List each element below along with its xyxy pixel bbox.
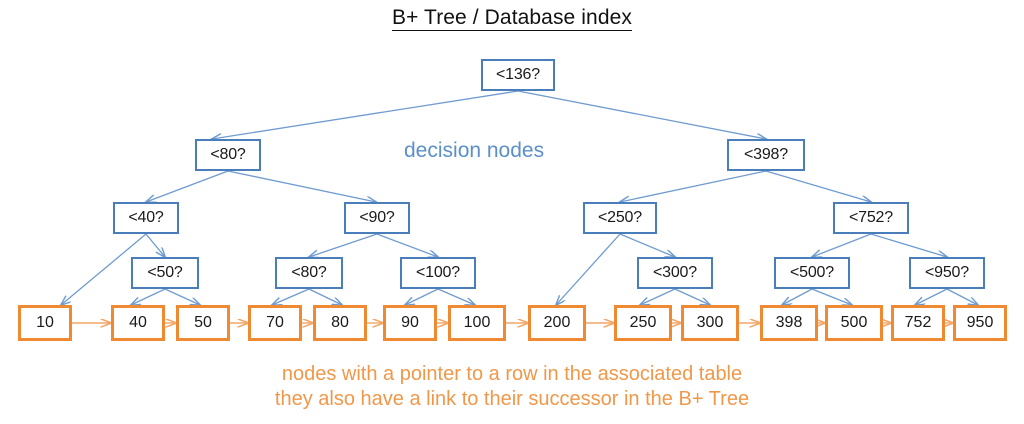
leaf-node[interactable]: 500 <box>825 305 883 341</box>
edge <box>164 288 200 305</box>
decision-node[interactable]: <500? <box>774 257 850 289</box>
edge <box>620 170 767 202</box>
edge <box>227 170 376 202</box>
edge <box>782 288 813 305</box>
edge <box>376 233 438 257</box>
leaf-node[interactable]: 90 <box>383 305 437 341</box>
decision-node[interactable]: <80? <box>275 257 343 289</box>
edge <box>145 233 165 257</box>
decision-node[interactable]: <100? <box>400 257 476 289</box>
edge <box>812 233 872 257</box>
edge <box>946 288 978 305</box>
edge <box>146 170 229 202</box>
leaf-node[interactable]: 10 <box>18 305 72 341</box>
decision-node-root[interactable]: <136? <box>481 59 555 91</box>
edge <box>61 233 147 305</box>
edge <box>619 233 675 257</box>
leaf-node[interactable]: 70 <box>248 305 302 341</box>
edge <box>212 90 519 139</box>
leaf-node[interactable]: 200 <box>528 305 586 341</box>
decision-node[interactable]: <398? <box>727 139 805 171</box>
decision-node[interactable]: <950? <box>909 257 985 289</box>
edge <box>640 288 676 305</box>
leaf-node[interactable]: 300 <box>681 305 739 341</box>
decision-node[interactable]: <50? <box>131 257 199 289</box>
leaf-node[interactable]: 80 <box>313 305 367 341</box>
edge <box>308 288 342 305</box>
leaf-nodes-caption: nodes with a pointer to a row in the ass… <box>0 362 1024 412</box>
leaf-node[interactable]: 950 <box>953 305 1007 341</box>
edge <box>556 233 621 305</box>
caption-line-2: they also have a link to their successor… <box>274 388 750 410</box>
leaf-node[interactable]: 50 <box>176 305 230 341</box>
edge <box>765 170 871 202</box>
decision-node[interactable]: <90? <box>344 202 410 234</box>
decision-nodes-label: decision nodes <box>404 139 545 162</box>
edge <box>405 288 439 305</box>
edge <box>309 233 378 257</box>
leaf-node[interactable]: 752 <box>891 305 945 341</box>
edge <box>674 288 710 305</box>
decision-node[interactable]: <40? <box>113 202 179 234</box>
decision-node-connectors <box>61 90 978 305</box>
edge <box>811 288 852 305</box>
edge <box>131 288 166 305</box>
page-title: B+ Tree / Database index <box>0 6 1024 31</box>
leaf-node[interactable]: 100 <box>448 305 506 341</box>
edge <box>517 90 766 139</box>
edge <box>870 233 947 257</box>
edge <box>437 288 475 305</box>
page-title-text: B+ Tree / Database index <box>392 6 632 31</box>
decision-node[interactable]: <752? <box>833 202 909 234</box>
decision-node[interactable]: <300? <box>637 257 713 289</box>
decision-node[interactable]: <80? <box>195 139 261 171</box>
caption-line-1: nodes with a pointer to a row in the ass… <box>281 363 743 385</box>
leaf-node[interactable]: 40 <box>111 305 165 341</box>
leaf-node[interactable]: 398 <box>760 305 818 341</box>
decision-node[interactable]: <250? <box>583 202 657 234</box>
leaf-node[interactable]: 250 <box>614 305 672 341</box>
edge <box>915 288 948 305</box>
edge <box>272 288 310 305</box>
